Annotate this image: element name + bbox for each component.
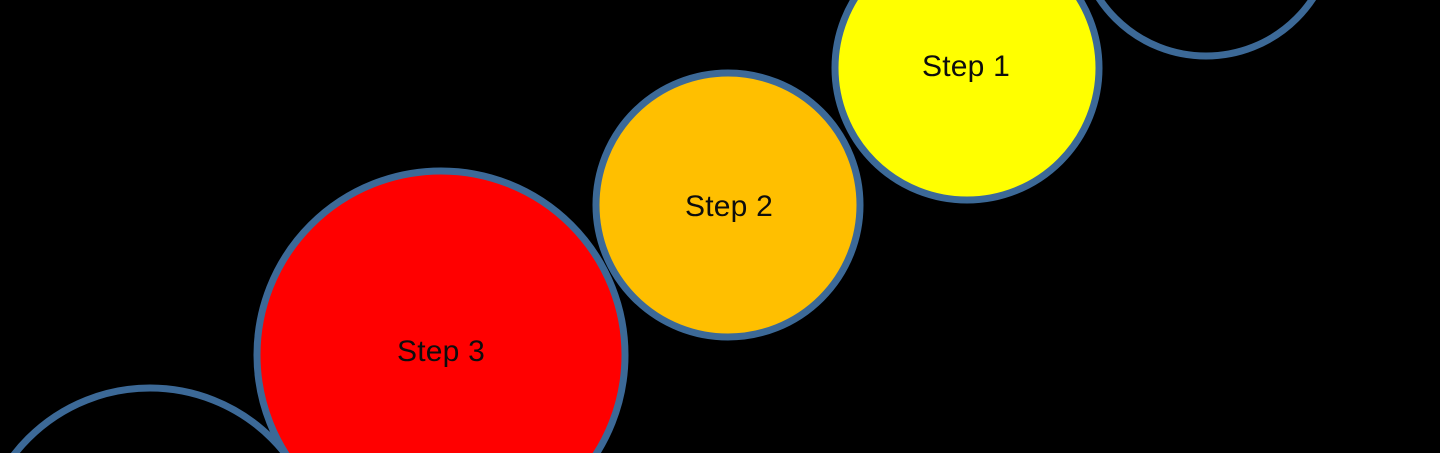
outline-circle-top-right — [1096, 0, 1316, 60]
step-3-group[interactable]: Step 3 — [253, 167, 629, 453]
step-3-label: Step 3 — [397, 335, 485, 368]
step-1-circle[interactable] — [831, 0, 1103, 204]
step-2-group[interactable]: Step 2 — [592, 69, 864, 341]
step-3-circle[interactable] — [253, 167, 629, 453]
outline-circle-bottom-left-shape — [10, 384, 290, 453]
outline-circle-bottom-left — [10, 384, 290, 453]
step-2-label: Step 2 — [685, 190, 773, 223]
step-2-circle[interactable] — [592, 69, 864, 341]
outline-circle-top-right-shape — [1096, 0, 1316, 60]
step-1-label: Step 1 — [922, 50, 1010, 83]
step-1-group[interactable]: Step 1 — [831, 0, 1103, 204]
